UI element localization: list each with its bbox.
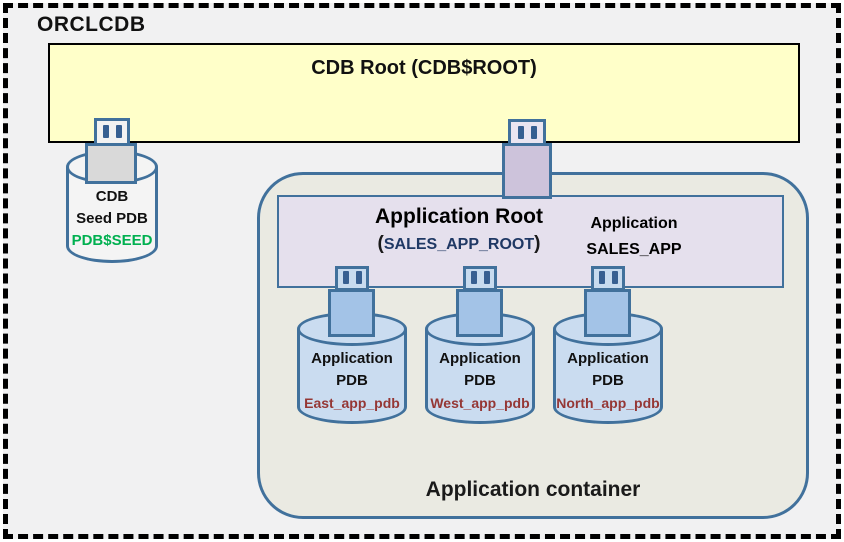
application-root-title-block: Application Root (SALES_APP_ROOT): [339, 205, 579, 255]
application-name-line2: SALES_APP: [586, 241, 682, 258]
seed-pdb-label: CDB Seed PDB PDB$SEED: [66, 186, 158, 252]
app-pdb-cylinder-icon: Application PDB West_app_pdb: [425, 312, 535, 424]
app-pdb-name: East_app_pdb: [304, 395, 400, 411]
plug-prongs: [97, 125, 127, 138]
plug-prongs: [338, 271, 366, 284]
app-pdb-line1: Application: [567, 350, 649, 367]
cdb-root-label: CDB Root (CDB$ROOT): [311, 57, 537, 79]
paren-close: ): [534, 233, 541, 254]
pdb-plug-icon: [591, 266, 625, 291]
app-pdb-name: West_app_pdb: [430, 395, 530, 411]
plug-prong: [611, 271, 618, 284]
pdb-plug-body-icon: [456, 289, 503, 337]
plug-prongs: [466, 271, 494, 284]
pdb-plug-body-icon: [584, 289, 631, 337]
app-pdb-east-group: Application PDB East_app_pdb: [297, 266, 407, 424]
plug-prong: [342, 271, 349, 284]
pdb-plug-body-icon: [328, 289, 375, 337]
seed-plug-body-icon: [85, 143, 137, 184]
pdb-plug-icon: [335, 266, 369, 291]
app-root-plug-body-icon: [502, 143, 552, 199]
app-pdb-label: Application PDB East_app_pdb: [297, 348, 407, 414]
app-pdb-line1: Application: [439, 350, 521, 367]
plug-prongs: [511, 126, 543, 139]
app-pdb-cylinder-icon: Application PDB North_app_pdb: [553, 312, 663, 424]
plug-prong: [530, 126, 537, 139]
plug-prong: [115, 125, 122, 138]
app-root-plug-icon: [508, 119, 546, 146]
app-pdb-line2: PDB: [592, 372, 624, 389]
application-container-label: Application container: [425, 478, 641, 501]
plug-prong: [483, 271, 490, 284]
cdb-title: ORCLCDB: [37, 13, 146, 36]
app-pdb-line2: PDB: [464, 372, 496, 389]
application-root-name: (SALES_APP_ROOT): [339, 233, 579, 255]
plug-prong: [470, 271, 477, 284]
plug-prong: [517, 126, 524, 139]
app-pdb-line2: PDB: [336, 372, 368, 389]
cdb-root-box: CDB Root (CDB$ROOT): [48, 43, 800, 143]
pdb-plug-icon: [463, 266, 497, 291]
sales-app-root-name: SALES_APP_ROOT: [383, 236, 535, 253]
seed-pdb-line1: CDB: [95, 188, 129, 205]
plug-prong: [355, 271, 362, 284]
app-pdb-west-group: Application PDB West_app_pdb: [425, 266, 535, 424]
app-pdb-label: Application PDB North_app_pdb: [553, 348, 663, 414]
seed-pdb-line2: Seed PDB: [76, 210, 148, 227]
plug-prong: [598, 271, 605, 284]
seed-pdb-name: PDB$SEED: [71, 232, 153, 249]
paren-open: (: [377, 233, 384, 254]
application-name-line1: Application: [590, 215, 678, 232]
plug-prongs: [594, 271, 622, 284]
app-pdb-label: Application PDB West_app_pdb: [425, 348, 535, 414]
seed-plug-icon: [94, 118, 130, 146]
application-root-title: Application Root: [375, 205, 543, 228]
application-name-block: Application SALES_APP: [559, 211, 709, 263]
plug-prong: [102, 125, 109, 138]
app-pdb-name: North_app_pdb: [556, 395, 660, 411]
app-pdb-north-group: Application PDB North_app_pdb: [553, 266, 663, 424]
app-pdb-line1: Application: [311, 350, 393, 367]
